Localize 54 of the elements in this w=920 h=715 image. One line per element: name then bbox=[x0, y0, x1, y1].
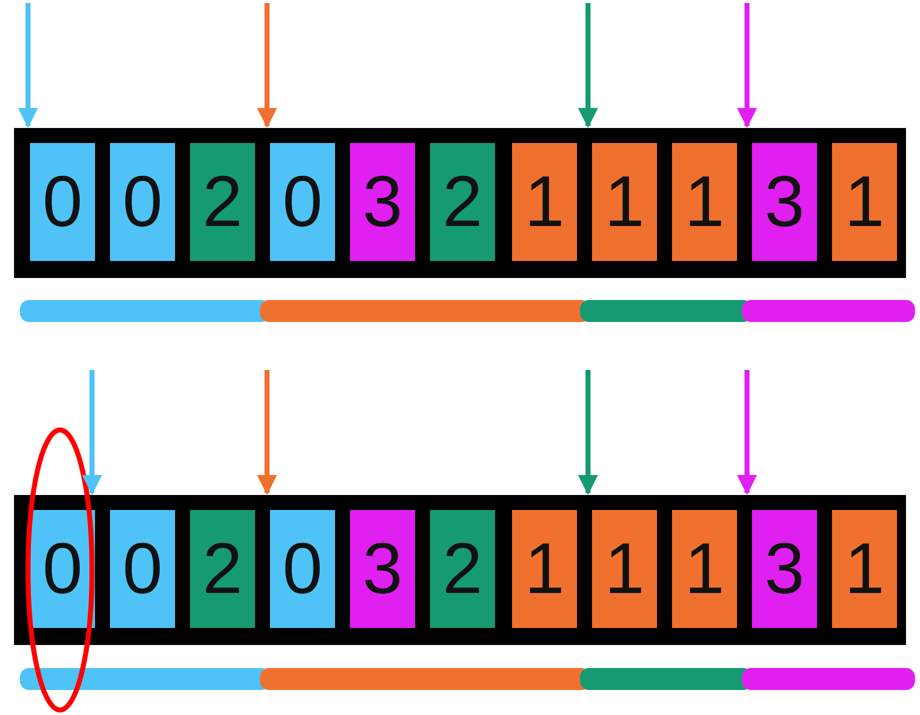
array-cell bbox=[430, 510, 495, 628]
cell-value: 3 bbox=[362, 161, 403, 243]
cell-value: 3 bbox=[362, 528, 403, 610]
array-cell bbox=[672, 510, 737, 628]
array-cell bbox=[592, 510, 657, 628]
array-cell bbox=[30, 143, 95, 261]
cell-value: 1 bbox=[684, 161, 725, 243]
array-cell bbox=[430, 143, 495, 261]
array-cell bbox=[752, 143, 817, 261]
array-cell bbox=[110, 143, 175, 261]
pointer-arrow bbox=[82, 370, 102, 495]
cell-value: 1 bbox=[844, 528, 885, 610]
array-cell bbox=[110, 510, 175, 628]
cell-value: 3 bbox=[764, 528, 805, 610]
cell-value: 0 bbox=[282, 528, 323, 610]
cell-value: 1 bbox=[604, 528, 645, 610]
array-cell bbox=[270, 143, 335, 261]
cell-value: 1 bbox=[604, 161, 645, 243]
array-cell bbox=[350, 510, 415, 628]
cell-value: 0 bbox=[282, 161, 323, 243]
array-cell bbox=[512, 143, 577, 261]
array-cell bbox=[752, 510, 817, 628]
pointer-arrow bbox=[18, 3, 38, 128]
cell-value: 2 bbox=[442, 161, 483, 243]
cell-value: 0 bbox=[42, 528, 83, 610]
array-cell bbox=[350, 143, 415, 261]
cell-value: 1 bbox=[844, 161, 885, 243]
array-cell bbox=[190, 510, 255, 628]
cell-value: 2 bbox=[202, 161, 243, 243]
array-bar bbox=[14, 495, 906, 645]
cell-value: 2 bbox=[202, 528, 243, 610]
cell-value: 2 bbox=[442, 528, 483, 610]
array-cell bbox=[832, 143, 897, 261]
cell-value: 3 bbox=[764, 161, 805, 243]
pointer-arrow bbox=[257, 370, 277, 495]
array-cell bbox=[512, 510, 577, 628]
array-cell bbox=[270, 510, 335, 628]
cell-value: 1 bbox=[524, 528, 565, 610]
pointer-arrow bbox=[737, 3, 757, 128]
array-cell bbox=[832, 510, 897, 628]
cell-value: 1 bbox=[524, 161, 565, 243]
pointer-arrow bbox=[578, 370, 598, 495]
pointer-arrow bbox=[737, 370, 757, 495]
pointer-arrow bbox=[578, 3, 598, 128]
cell-value: 0 bbox=[122, 161, 163, 243]
cell-value: 0 bbox=[122, 528, 163, 610]
cell-value: 1 bbox=[684, 528, 725, 610]
array-cell bbox=[592, 143, 657, 261]
array-cell bbox=[672, 143, 737, 261]
array-bar bbox=[14, 128, 906, 278]
pointer-arrow bbox=[257, 3, 277, 128]
array-cell bbox=[190, 143, 255, 261]
cell-value: 0 bbox=[42, 161, 83, 243]
array-cell bbox=[30, 510, 95, 628]
